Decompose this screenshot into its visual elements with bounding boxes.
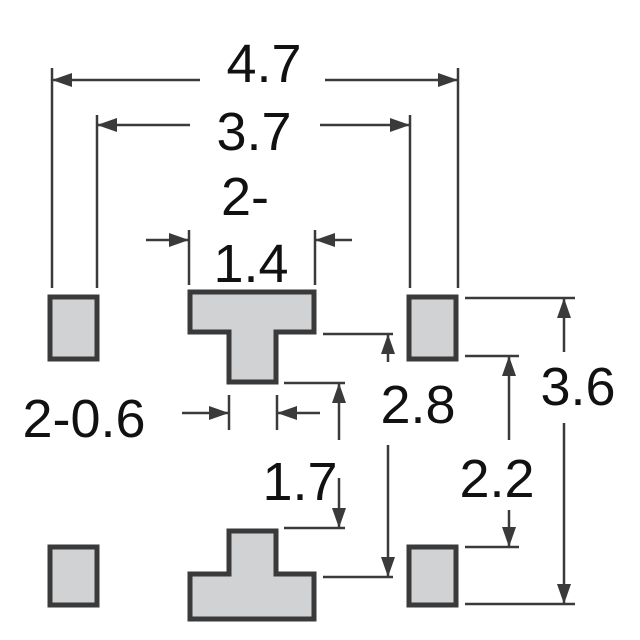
label-2-8: 2.8 <box>380 375 455 435</box>
dimension-4-7: 4.7 <box>50 34 460 288</box>
dimension-3-7: 3.7 <box>95 102 412 288</box>
dimension-2-8: 2.8 <box>323 332 456 579</box>
label-1-4: 1.4 <box>213 234 288 294</box>
dimension-1-4: 2- 1.4 <box>146 167 352 294</box>
pad-top-left <box>47 294 100 362</box>
label-4-7: 4.7 <box>226 34 301 94</box>
pad-bottom-left <box>47 544 100 608</box>
label-2-0-6: 2-0.6 <box>22 389 145 449</box>
pad-bottom-tab <box>187 528 317 622</box>
dimension-1-7: 1.7 <box>262 381 346 530</box>
pad-top-tab <box>187 289 317 385</box>
dimension-0-6: 2-0.6 <box>22 389 320 449</box>
label-3-6: 3.6 <box>540 357 615 417</box>
dimension-3-6: 3.6 <box>465 296 616 606</box>
dimension-2-2: 2.2 <box>459 354 535 549</box>
label-2-2: 2.2 <box>459 449 534 509</box>
label-2-prefix: 2- <box>221 167 269 227</box>
pad-top-right <box>406 294 459 362</box>
label-3-7: 3.7 <box>216 102 291 162</box>
label-1-7: 1.7 <box>262 452 337 512</box>
pad-bottom-right <box>406 544 459 608</box>
